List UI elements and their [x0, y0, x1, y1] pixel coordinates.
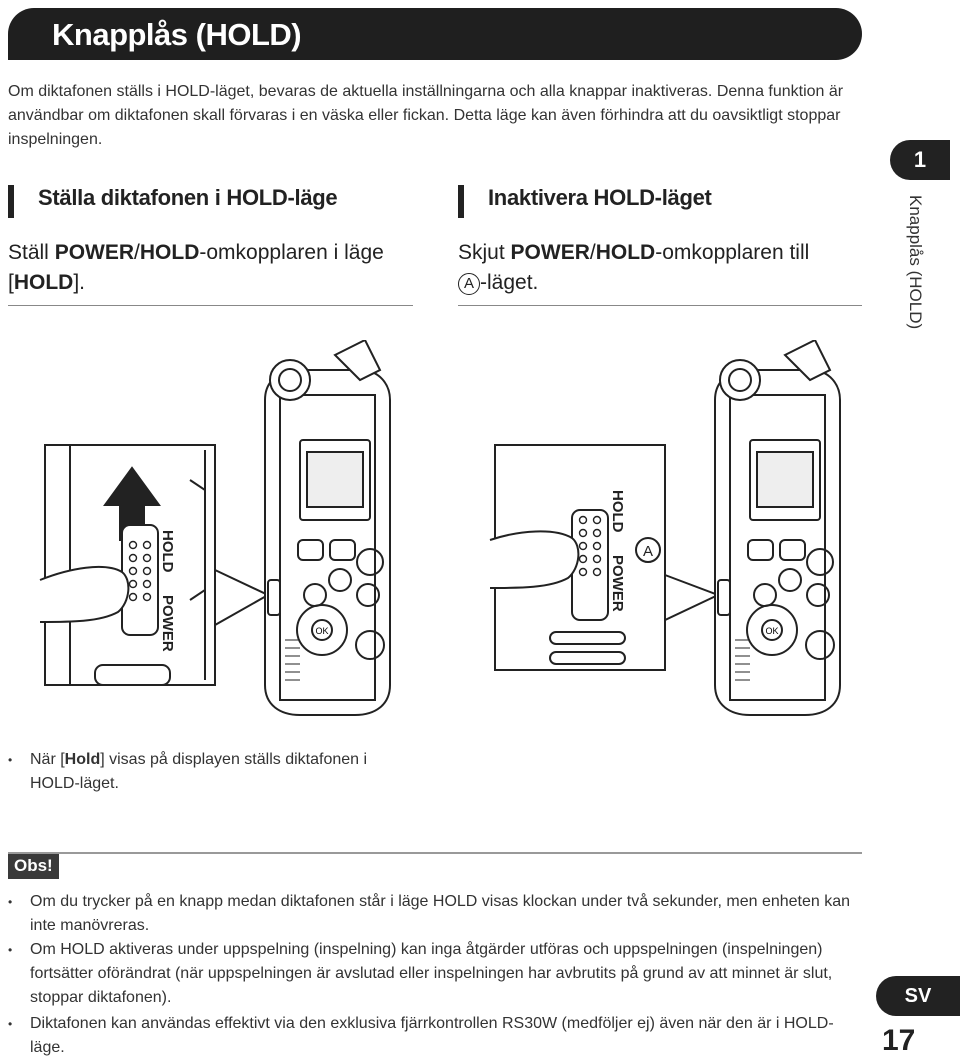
- obs-rule: [8, 852, 862, 854]
- section-heading: Ställa diktafonen i HOLD-läge: [38, 185, 338, 210]
- section-marker: [458, 185, 464, 218]
- section-rule: [458, 305, 862, 306]
- power-label: POWER: [159, 595, 176, 652]
- chapter-tab: 1: [890, 140, 950, 180]
- section-marker: [8, 185, 14, 218]
- page-title-bar: Knapplås (HOLD): [8, 8, 862, 60]
- recorder-illustration-release: OK HOLD POWER A: [480, 338, 880, 730]
- obs-item: Om HOLD aktiveras under uppspelning (ins…: [8, 938, 865, 1010]
- obs-item: Om du trycker på en knapp medan diktafon…: [8, 890, 860, 938]
- power-label: POWER: [609, 555, 626, 612]
- intro-paragraph: Om diktafonen ställs i HOLD-läget, bevar…: [8, 83, 844, 148]
- page-title: Knapplås (HOLD): [52, 17, 302, 52]
- recorder-release-drawing: OK HOLD POWER A: [489, 338, 841, 716]
- recorder-hold-drawing: OK HOLD POWER: [39, 338, 391, 716]
- obs-item: Diktafonen kan användas effektivt via de…: [8, 1012, 860, 1060]
- hold-label: HOLD: [609, 490, 626, 533]
- obs-label: Obs!: [8, 854, 59, 879]
- section-rule: [8, 305, 413, 306]
- ok-label: OK: [315, 626, 328, 636]
- page-number: 17: [882, 1024, 916, 1057]
- recorder-illustration-hold: OK HOLD POWER: [30, 338, 430, 730]
- section-heading: Inaktivera HOLD-läget: [488, 185, 712, 210]
- chapter-side-label: Knapplås (HOLD): [906, 195, 925, 330]
- section-instruction: Ställ POWER/HOLD-omkopplaren i läge [HOL…: [8, 241, 384, 294]
- circle-a-icon: A: [458, 273, 480, 295]
- hold-display-note: När [Hold] visas på displayen ställs dik…: [8, 748, 390, 796]
- circle-a-label: A: [643, 543, 653, 560]
- language-tab: SV: [876, 976, 960, 1016]
- hold-label: HOLD: [159, 530, 176, 573]
- ok-label: OK: [765, 626, 778, 636]
